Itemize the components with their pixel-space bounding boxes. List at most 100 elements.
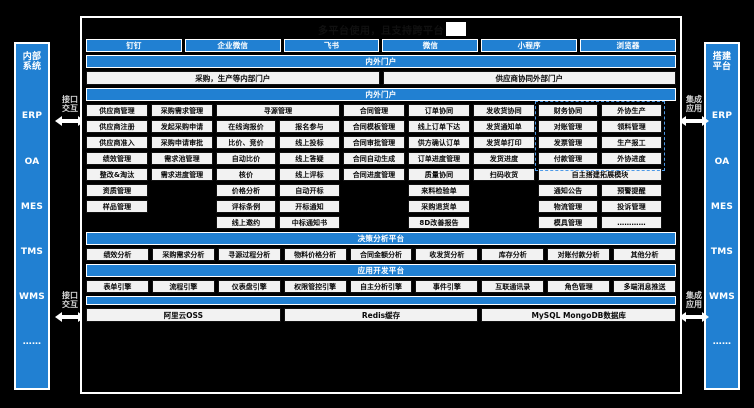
right-sidebar-item-tms[interactable]: TMS	[710, 246, 734, 257]
cell-online-invitation[interactable]: 线上邀约	[216, 216, 276, 229]
dev-form-engine[interactable]: 表单引擎	[86, 280, 149, 293]
cell-online-inquiry-quote[interactable]: 在线询报价	[216, 120, 276, 133]
cell-online-bid-eval[interactable]: 线上评标	[279, 168, 340, 181]
left-sidebar-item-wms[interactable]: WMS	[19, 291, 45, 302]
cell-finance-collaboration[interactable]: 财务协同	[538, 104, 598, 117]
infra-redis-cache[interactable]: Redis缓存	[283, 308, 479, 322]
cell-price-check[interactable]: 核价	[216, 168, 276, 181]
cell-supplier-register[interactable]: 供应商注册	[86, 120, 148, 133]
cell-online-order-issue[interactable]: 线上订单下达	[408, 120, 470, 133]
cell-sourcing-mgmt-header[interactable]: 寻源管理	[216, 104, 340, 117]
analysis-sourcing-process[interactable]: 寻源过程分析	[217, 248, 281, 261]
cell-purchase-demand-mgmt[interactable]: 采购需求管理	[151, 104, 213, 117]
cell-contract-template-mgmt[interactable]: 合同模板管理	[343, 120, 405, 133]
cell-material-picking-mgmt[interactable]: 领料管理	[601, 120, 662, 133]
cell-sample-mgmt[interactable]: 样品管理	[86, 200, 148, 213]
dev-permission-engine[interactable]: 权限管控引擎	[283, 280, 347, 293]
analysis-contract-amount[interactable]: 合同金额分析	[349, 248, 413, 261]
analysis-performance[interactable]: 绩效分析	[86, 248, 149, 261]
cell-qualification-mgmt[interactable]: 资质管理	[86, 184, 148, 197]
right-sidebar-build-platform: 搭建 平台 ERP OA MES TMS WMS ……	[704, 42, 740, 390]
tab-wechat[interactable]: 微信	[382, 39, 479, 52]
cell-purchase-return-order[interactable]: 采购退货单	[408, 200, 470, 213]
cell-price-analysis[interactable]: 价格分析	[216, 184, 276, 197]
cell-outsourcing-progress[interactable]: 外协进度	[601, 152, 662, 165]
cell-signup-participate[interactable]: 报名参与	[279, 120, 340, 133]
analysis-material-price[interactable]: 物料价格分析	[283, 248, 347, 261]
left-sidebar-item-oa[interactable]: OA	[24, 156, 40, 167]
cell-supplier-admission[interactable]: 供应商准入	[86, 136, 148, 149]
analysis-reconcile-payment[interactable]: 对账付款分析	[547, 248, 611, 261]
analysis-inventory[interactable]: 库存分析	[481, 248, 545, 261]
cell-online-qa[interactable]: 线上答疑	[279, 152, 340, 165]
right-sidebar-item-mes[interactable]: MES	[710, 201, 734, 212]
cell-self-build-extension-header[interactable]: 自主搭建拓展模块	[538, 168, 662, 181]
cell-supplier-confirm-order[interactable]: 供方确认订单	[408, 136, 470, 149]
cell-invoice-mgmt[interactable]: 发票管理	[538, 136, 598, 149]
cell-alert-reminder[interactable]: 预警提醒	[601, 184, 662, 197]
cell-scan-receive[interactable]: 扫码收货	[473, 168, 535, 181]
cell-mold-mgmt[interactable]: 模具管理	[538, 216, 598, 229]
cell-online-bidding[interactable]: 线上投标	[279, 136, 340, 149]
cell-auto-bid-open[interactable]: 自动开标	[279, 184, 340, 197]
cell-supplier-mgmt[interactable]: 供应商管理	[86, 104, 148, 117]
cell-contract-progress-mgmt[interactable]: 合同进度管理	[343, 168, 405, 181]
cell-order-progress-mgmt[interactable]: 订单进度管理	[408, 152, 470, 165]
tab-feishu[interactable]: 飞书	[283, 39, 380, 52]
analysis-delivery[interactable]: 收发货分析	[415, 248, 479, 261]
cell-logistics-mgmt[interactable]: 物流管理	[538, 200, 598, 213]
cell-price-compare-bid[interactable]: 比价、竞价	[216, 136, 276, 149]
tab-miniprogram[interactable]: 小程序	[481, 39, 578, 52]
cell-demand-progress-mgmt[interactable]: 需求进度管理	[151, 168, 213, 181]
cell-performance-mgmt[interactable]: 绩效管理	[86, 152, 148, 165]
cell-contract-mgmt[interactable]: 合同管理	[343, 104, 405, 117]
cell-bid-eval-rules[interactable]: 评标条例	[216, 200, 276, 213]
cell-contract-approval-mgmt[interactable]: 合同审批管理	[343, 136, 405, 149]
cell-delivery-collaboration[interactable]: 发收货协同	[473, 104, 535, 117]
cell-complaint-mgmt[interactable]: 投诉管理	[601, 200, 662, 213]
cell-demand-pool-mgmt[interactable]: 需求池管理	[151, 152, 213, 165]
cell-rectify-eliminate[interactable]: 整改&淘汰	[86, 168, 148, 181]
cell-delivery-progress[interactable]: 发货进度	[473, 152, 535, 165]
left-sidebar-item-mes[interactable]: MES	[20, 201, 44, 212]
analysis-other[interactable]: 其他分析	[613, 248, 677, 261]
extension-subcolumn-alerts: 预警提醒 投诉管理 …………	[601, 184, 662, 229]
tab-dingtalk[interactable]: 钉钉	[86, 39, 182, 52]
cell-outsourced-production[interactable]: 外协生产	[601, 104, 662, 117]
cell-8d-report[interactable]: 8D改善报告	[408, 216, 470, 229]
cell-production-reporting[interactable]: 生产报工	[601, 136, 662, 149]
right-sidebar-item-wms[interactable]: WMS	[709, 291, 735, 302]
right-sidebar-item-oa[interactable]: OA	[714, 156, 730, 167]
dev-event-engine[interactable]: 事件引擎	[415, 280, 479, 293]
cell-purchase-req-approval[interactable]: 采购申请审批	[151, 136, 213, 149]
cell-award-notice[interactable]: 中标通知书	[279, 216, 340, 229]
dev-process-engine[interactable]: 流程引擎	[151, 280, 215, 293]
tab-wecom[interactable]: 企业微信	[184, 39, 281, 52]
dev-dashboard-engine[interactable]: 仪表盘引擎	[217, 280, 281, 293]
cell-reconciliation-mgmt[interactable]: 对账管理	[538, 120, 598, 133]
cell-delivery-notice[interactable]: 发货通知单	[473, 120, 535, 133]
cell-auto-price-compare[interactable]: 自动比价	[216, 152, 276, 165]
cell-incoming-inspection[interactable]: 来料检验单	[408, 184, 470, 197]
analysis-purchase-demand[interactable]: 采购需求分析	[151, 248, 215, 261]
cell-delivery-note-print[interactable]: 发货单打印	[473, 136, 535, 149]
cell-payment-mgmt[interactable]: 付款管理	[538, 152, 598, 165]
left-sidebar-item-tms[interactable]: TMS	[20, 246, 44, 257]
dev-role-mgmt[interactable]: 角色管理	[547, 280, 611, 293]
cell-quality-collaboration[interactable]: 质量协同	[408, 168, 470, 181]
cell-notice-announcement[interactable]: 通知公告	[538, 184, 598, 197]
tab-browser[interactable]: 浏览器	[580, 39, 676, 52]
dev-multi-push[interactable]: 多端消息推送	[613, 280, 677, 293]
cell-bid-open-notice[interactable]: 开标通知	[279, 200, 340, 213]
left-sidebar-item-erp[interactable]: ERP	[21, 111, 43, 122]
cell-contract-auto-generate[interactable]: 合同自动生成	[343, 152, 405, 165]
cell-order-collaboration[interactable]: 订单协同	[408, 104, 470, 117]
right-sidebar-item-erp[interactable]: ERP	[711, 111, 733, 122]
dev-contacts[interactable]: 互联通讯录	[481, 280, 545, 293]
portal-internal[interactable]: 采购，生产等内部门户	[86, 71, 380, 85]
infra-mysql-mongodb[interactable]: MySQL MongoDB数据库	[481, 308, 677, 322]
dev-analysis-engine[interactable]: 自主分析引擎	[349, 280, 413, 293]
cell-initiate-purchase-req[interactable]: 发起采购申请	[151, 120, 213, 133]
portal-supplier-external[interactable]: 供应商协同外部门户	[382, 71, 676, 85]
infra-aliyun-oss[interactable]: 阿里云OSS	[86, 308, 281, 322]
